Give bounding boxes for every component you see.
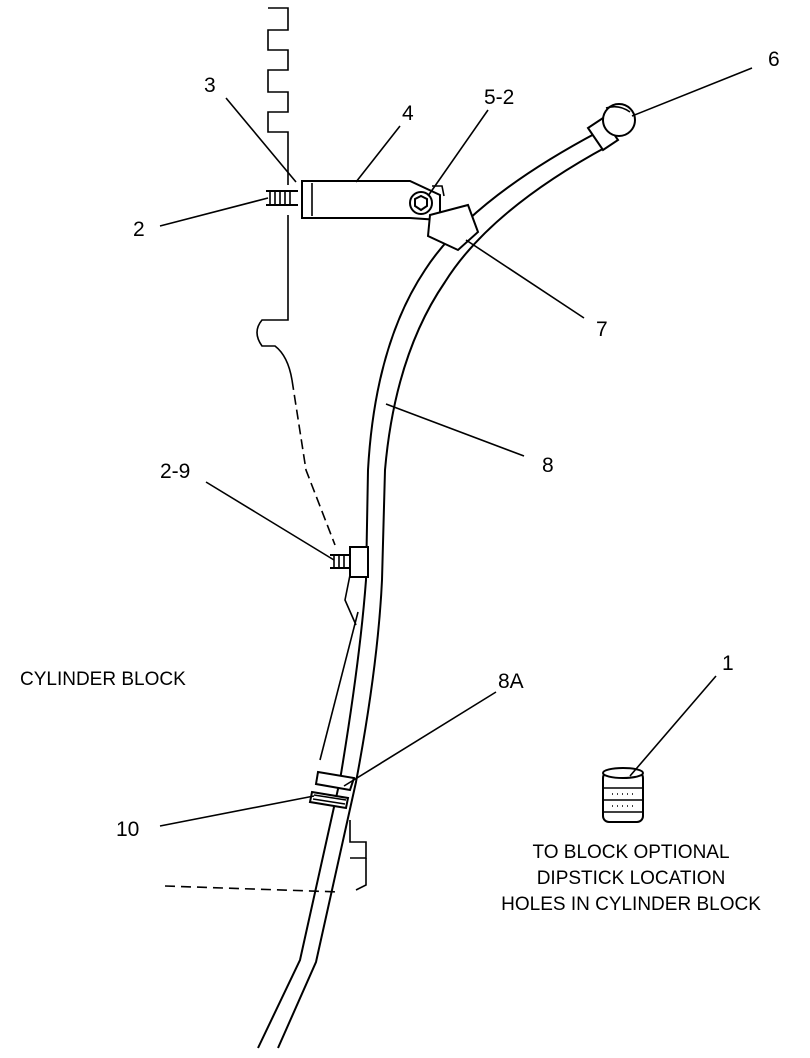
callout-2: 2 — [133, 218, 145, 241]
cylinder-block-label: CYLINDER BLOCK — [20, 669, 186, 690]
cylinder-block-outline — [164, 7, 367, 893]
plug-note-line-3: HOLES IN CYLINDER BLOCK — [501, 894, 761, 915]
bolt-lower — [330, 546, 369, 578]
callout-1: 1 — [722, 652, 734, 675]
callout-2-9: 2-9 — [160, 460, 190, 483]
bolt-upper — [266, 190, 298, 206]
callout-6: 6 — [768, 48, 780, 71]
plug-note-line-2: DIPSTICK LOCATION — [537, 868, 726, 889]
callout-3: 3 — [204, 74, 216, 97]
callout-7: 7 — [596, 318, 608, 341]
tube-end-cap — [586, 103, 636, 152]
leader-lines — [159, 67, 753, 827]
callout-8: 8 — [542, 454, 554, 477]
dipstick-tube — [257, 131, 609, 1049]
callout-5-2: 5-2 — [484, 86, 514, 109]
dipstick-hole-plug — [602, 767, 644, 823]
tube-seal — [308, 770, 356, 810]
callout-10: 10 — [116, 818, 139, 841]
support-bracket — [301, 180, 480, 252]
plug-note-line-1: TO BLOCK OPTIONAL — [532, 842, 729, 863]
callout-4: 4 — [402, 102, 414, 125]
callout-8a: 8A — [498, 670, 524, 693]
